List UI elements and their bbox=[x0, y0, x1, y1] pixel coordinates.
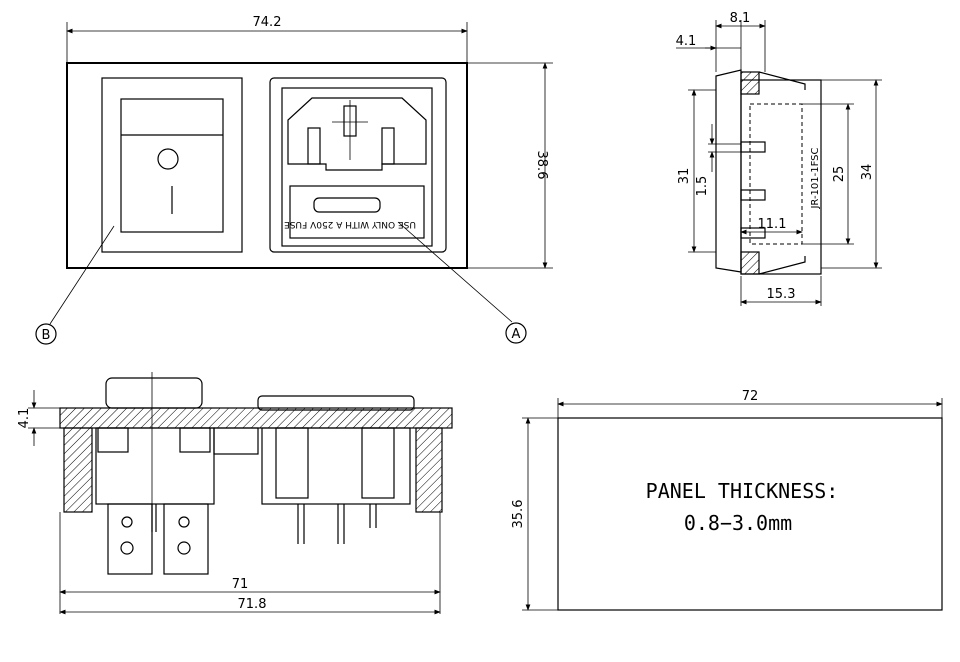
front-view: 74.2 38.6 USE ONLY WITH A 250V FUSE A bbox=[35, 15, 553, 345]
dim-cutout-width: 72 bbox=[742, 389, 759, 404]
dim-front-height: 38.6 bbox=[534, 151, 549, 180]
fuse-text: USE ONLY WITH A 250V FUSE bbox=[284, 219, 416, 229]
dim-side-flange: 4.1 bbox=[676, 34, 697, 49]
part-number: JR-101-1FSC bbox=[810, 147, 821, 209]
dim-bottom-71-8: 71.8 bbox=[238, 597, 267, 612]
callout-b: B bbox=[42, 328, 51, 343]
panel-cutout-view: 72 35.6 PANEL THICKNESS: 0.8−3.0mm bbox=[511, 389, 943, 611]
panel-thickness-value: 0.8−3.0mm bbox=[684, 511, 792, 535]
dim-bottom-71: 71 bbox=[232, 577, 249, 592]
panel-cutout-rect bbox=[557, 417, 943, 611]
callout-a: A bbox=[512, 327, 521, 342]
callout-b-circle bbox=[35, 323, 57, 345]
panel-thickness-label: PANEL THICKNESS: bbox=[646, 479, 839, 503]
dim-side-15-3: 15.3 bbox=[767, 287, 796, 302]
bottom-view: 4.1 71 bbox=[17, 372, 453, 615]
dim-cutout-height: 35.6 bbox=[511, 500, 526, 529]
callout-a-circle bbox=[505, 322, 527, 344]
dim-side-top: 8.1 bbox=[730, 11, 751, 26]
dim-side-25: 25 bbox=[832, 166, 847, 183]
dim-bottom-flange: 4.1 bbox=[17, 408, 32, 429]
dim-side-31: 31 bbox=[677, 168, 692, 185]
dim-side-34: 34 bbox=[860, 164, 875, 181]
dim-side-11-1: 11.1 bbox=[758, 217, 787, 232]
dim-side-tab: 1.5 bbox=[695, 176, 710, 197]
dim-front-width: 74.2 bbox=[253, 15, 282, 30]
side-view: 8.1 4.1 JR-101-1FSC 31 1.5 25 bbox=[676, 11, 882, 306]
